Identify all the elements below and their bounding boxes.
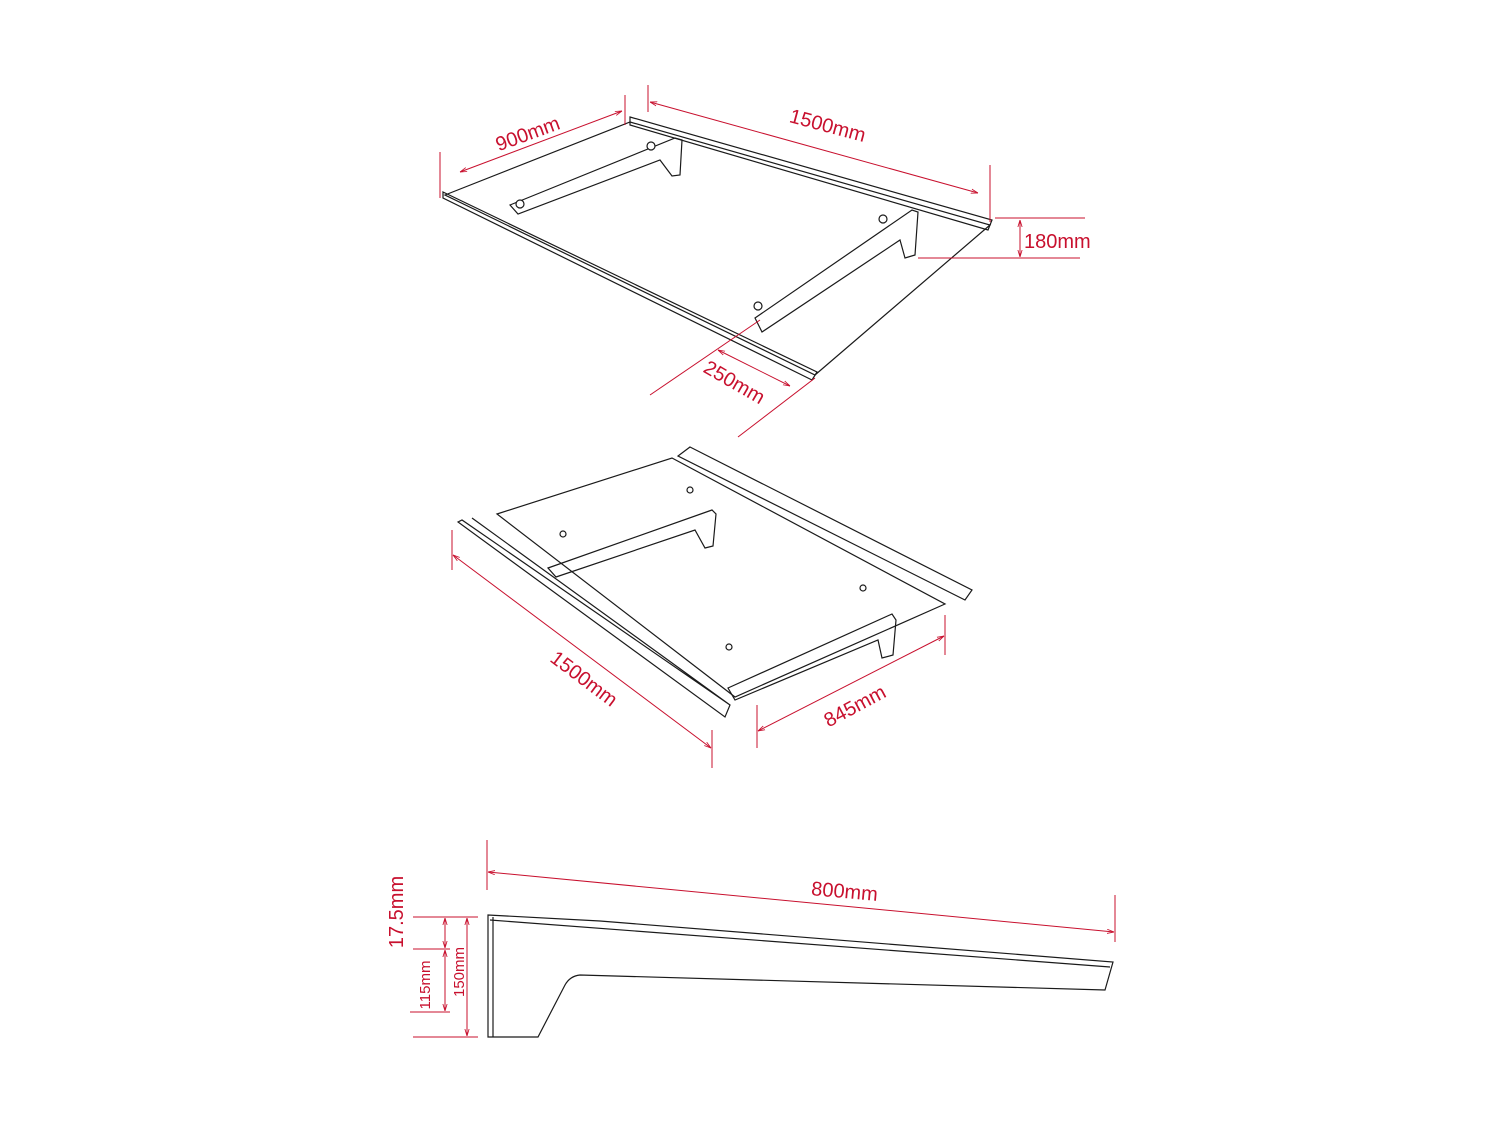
bolt — [559, 530, 567, 538]
dimension-1500mm-top: 1500mm — [647, 85, 991, 222]
middle-view-exploded: 1500mm 845mm — [451, 446, 973, 768]
dimension-label: 900mm — [493, 113, 563, 156]
bolt — [859, 584, 867, 592]
bolt — [686, 486, 694, 494]
bolt — [878, 214, 888, 224]
dimension-250mm: 250mm — [649, 319, 816, 438]
dimension-label: 150mm — [451, 947, 468, 997]
top-view-assembled: 900mm 1500mm 180mm 250mm — [439, 85, 1091, 438]
bracket-profile — [487, 914, 1114, 1038]
dimension-label: 250mm — [700, 357, 769, 409]
glass-panel — [443, 121, 992, 376]
dimension-label: 180mm — [1024, 231, 1091, 253]
dimension-label: 1500mm — [546, 647, 621, 711]
bolt — [646, 141, 656, 151]
right-bracket — [754, 209, 919, 333]
bolt — [515, 199, 525, 209]
bracket-side-view: 800mm 17.5mm 115mm 150mm — [386, 840, 1116, 1038]
right-rail — [676, 446, 973, 601]
dimension-label: 845mm — [821, 681, 890, 732]
dimension-label: 115mm — [417, 961, 434, 1010]
bolt — [725, 643, 733, 651]
dimension-label: 17.5mm — [386, 876, 408, 948]
dimension-heights: 17.5mm 115mm 150mm — [386, 876, 478, 1038]
left-bracket — [508, 137, 683, 215]
bracket — [546, 509, 717, 578]
dimension-900mm: 900mm — [439, 95, 626, 198]
dimension-label: 1500mm — [787, 106, 868, 147]
dimension-label: 800mm — [810, 878, 878, 906]
bolt — [753, 301, 763, 311]
dimension-180mm: 180mm — [918, 217, 1091, 259]
dimension-845mm: 845mm — [756, 615, 946, 748]
front-rail — [442, 191, 818, 381]
